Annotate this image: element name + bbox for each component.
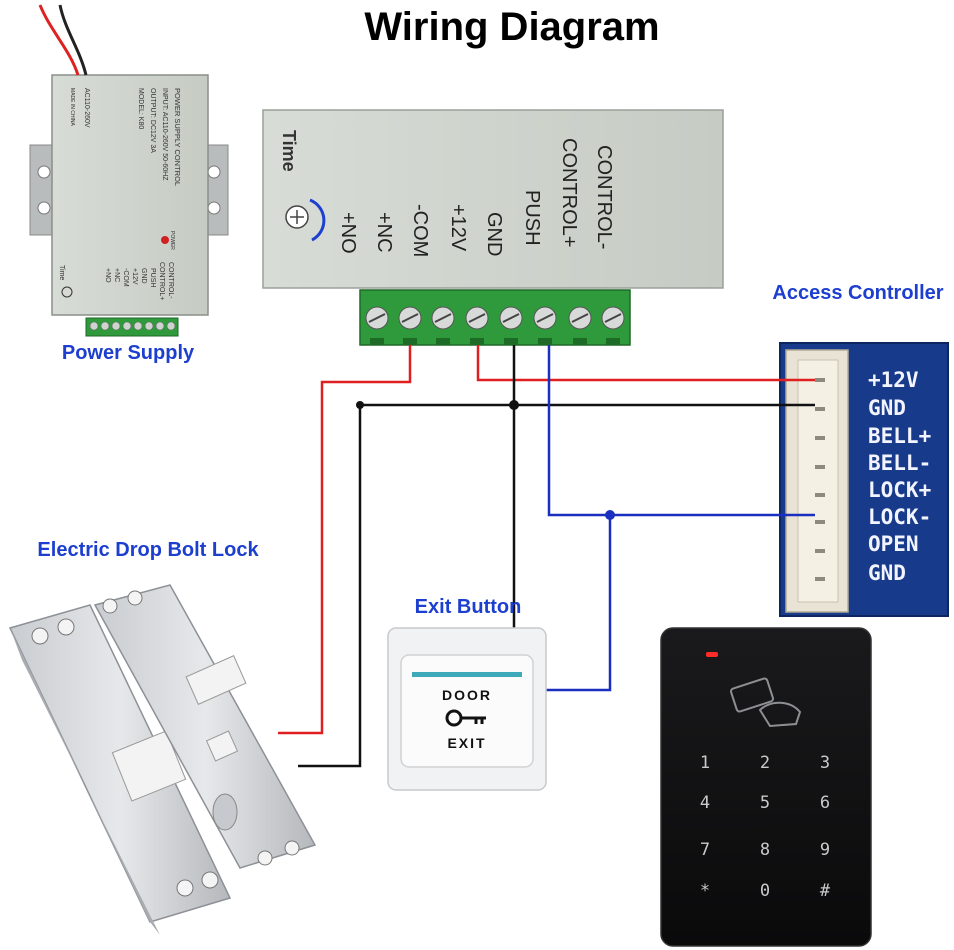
lock-label: Electric Drop Bolt Lock	[37, 539, 259, 561]
keypad-key-9: 9	[820, 840, 830, 860]
psu-time-label: Time	[58, 265, 65, 280]
keypad-key-*: *	[700, 881, 710, 901]
controller-pin-12v: +12V	[868, 368, 919, 392]
supply-term-com: -COM	[409, 204, 431, 257]
psu-ac: AC110-260V	[83, 88, 90, 128]
psu-term-1: CONTROL-	[167, 262, 174, 299]
supply-time-label: Time	[279, 130, 299, 172]
access-controller-board: +12V GND BELL+ BELL- LOCK+ LOCK- OPEN GN…	[779, 342, 949, 617]
controller-pin-gnd-2: GND	[868, 561, 906, 585]
power-supply-device: POWER SUPPLY CONTROL INPUT: AC110-260V 5…	[29, 4, 229, 337]
supply-term-push: PUSH	[521, 190, 543, 246]
controller-pin-lock-minus: LOCK-	[868, 505, 931, 529]
keypad-key-5: 5	[760, 793, 770, 813]
controller-pin-gnd: GND	[868, 396, 906, 420]
psu-term-6: -COM	[122, 268, 129, 287]
psu-term-3: PUSH	[149, 268, 156, 287]
keypad-key-0: 0	[760, 881, 770, 901]
keypad-key-3: 3	[820, 753, 830, 773]
supply-term-ctrl-plus: CONTROL+	[558, 138, 580, 247]
power-led-icon	[161, 236, 169, 244]
exit-button-label: Exit Button	[415, 596, 522, 618]
keypad-key-1: 1	[700, 753, 710, 773]
controller-pin-bell-minus: BELL-	[868, 451, 931, 475]
keypad-key-8: 8	[760, 840, 770, 860]
supply-term-no: +NO	[337, 212, 359, 254]
keypad-keys: 1 2 3 4 5 6 7 8 9 * 0 #	[700, 753, 831, 901]
exit-button: DOOR EXIT	[387, 627, 547, 791]
psu-line-1: POWER SUPPLY CONTROL	[173, 88, 182, 186]
exit-button-exit-text: EXIT	[447, 735, 486, 751]
key-icon	[445, 709, 486, 727]
drop-bolt-lock	[8, 584, 317, 935]
diagram-title: Wiring Diagram	[364, 5, 659, 49]
wires	[278, 345, 815, 768]
keypad-key-#: #	[820, 881, 831, 901]
psu-line-4: MODEL: K80	[137, 88, 144, 129]
supply-terminal-panel: Time +NO +NC -COM +12V GND PUSH CONTROL+…	[262, 109, 724, 346]
supply-term-nc: +NC	[373, 212, 395, 253]
psu-term-8: +NO	[104, 268, 111, 283]
keypad-key-6: 6	[820, 793, 830, 813]
controller-pin-bell-plus: BELL+	[868, 424, 931, 448]
controller-pin-lock-plus: LOCK+	[868, 478, 931, 502]
psu-term-2: CONTROL+	[158, 262, 165, 300]
psu-line-3: OUTPUT: DC12V 3A	[149, 88, 156, 153]
wire-black-lock	[298, 405, 362, 768]
psu-term-5: +12V	[131, 268, 138, 285]
keypad-key-4: 4	[700, 793, 710, 813]
controller-pin-open: OPEN	[868, 532, 919, 556]
supply-term-gnd: GND	[483, 212, 505, 256]
wire-red-lock	[278, 345, 412, 735]
supply-term-12v: +12V	[447, 204, 469, 252]
wire-blue-exit	[545, 515, 612, 692]
card-reader-icon	[730, 677, 802, 728]
exit-button-door-text: DOOR	[442, 687, 492, 703]
supply-term-ctrl-minus: CONTROL-	[593, 145, 615, 249]
access-controller-label: Access Controller	[772, 282, 943, 304]
access-keypad	[660, 627, 872, 947]
psu-made-in: MADE IN CHINA	[69, 88, 75, 126]
psu-term-4: GND	[140, 268, 147, 284]
keypad-key-2: 2	[760, 753, 770, 773]
psu-term-7: +NC	[113, 268, 120, 282]
wire-junctions	[356, 400, 615, 520]
psu-power-led-label: POWER	[169, 231, 175, 250]
psu-time-dial-icon	[61, 286, 73, 298]
supply-time-dial-icon	[285, 198, 326, 242]
keypad-key-7: 7	[700, 840, 710, 860]
psu-line-2: INPUT: AC110-260V 50-60HZ	[161, 88, 168, 181]
power-supply-label: Power Supply	[62, 342, 195, 364]
wire-blue-push	[547, 345, 815, 517]
wire-red-12v	[476, 345, 815, 382]
